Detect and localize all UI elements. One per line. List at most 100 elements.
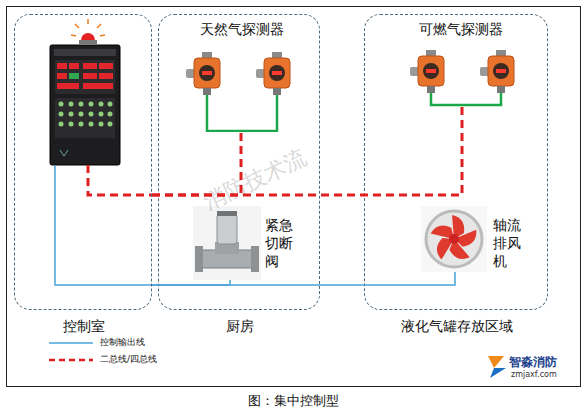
- drawing-part: [421, 206, 487, 272]
- drawing-part: [79, 122, 84, 127]
- drawing-part: [99, 112, 104, 117]
- zone-label: 控制室: [15, 318, 153, 336]
- drawing-part: [50, 45, 120, 165]
- legend-line: [49, 359, 93, 362]
- drawing-part: [497, 86, 505, 93]
- drawing-part: [195, 246, 203, 272]
- drawing-part: [100, 35, 105, 36]
- drawing-part: [490, 368, 506, 378]
- outer-frame: [7, 7, 581, 387]
- drawing-part: [426, 211, 482, 267]
- logo-url: zmjaxf.com: [511, 370, 557, 379]
- node-label: 天然气探测器: [177, 21, 307, 39]
- drawing-part: [69, 122, 74, 127]
- drawing-part: [99, 102, 104, 107]
- drawing-part: [59, 122, 64, 127]
- drawing-part: [496, 69, 506, 73]
- bus-line: [152, 132, 241, 195]
- exhaust-fan: 轴流排风机: [421, 206, 521, 272]
- zone-region: 控制室: [14, 14, 152, 310]
- drawing-part: [493, 63, 509, 79]
- drawing-part: [79, 102, 84, 107]
- legend-sample: [48, 337, 94, 349]
- drawing-part: [488, 56, 514, 86]
- legend-text: 控制输出线: [100, 336, 145, 349]
- drawing-part: [57, 73, 67, 79]
- alarm-light: [71, 19, 105, 44]
- drawing-part: [79, 112, 84, 117]
- detector-group-art: [177, 21, 307, 132]
- drawing-part: [59, 112, 64, 117]
- drawing-part: [89, 112, 94, 117]
- drawing-part: [89, 122, 94, 127]
- drawing-part: [199, 65, 215, 81]
- legend-line: [49, 342, 93, 344]
- drawing-part: [418, 56, 444, 86]
- drawing-part: [54, 49, 116, 56]
- drawing-part: [108, 112, 113, 117]
- drawing-part: [60, 150, 68, 156]
- drawing-part: [272, 71, 282, 75]
- drawing-part: [203, 88, 211, 95]
- figure-caption: 图：集中控制型: [0, 392, 587, 410]
- shutoff-valve: 紧急切断阀: [193, 206, 293, 280]
- bus-line: [152, 107, 462, 195]
- drawing-part: [273, 88, 281, 95]
- drawing-part: [108, 122, 113, 127]
- drawing-part: [97, 24, 101, 28]
- drawing-part: [69, 102, 74, 107]
- drawing-part: [89, 102, 94, 107]
- detector-group: 天然气探测器: [177, 21, 307, 132]
- drawing-part: [79, 40, 97, 44]
- drawing-part: [264, 58, 290, 88]
- legend-text: 二总线/四总线: [100, 353, 157, 366]
- legend-row: 控制输出线: [48, 336, 208, 350]
- output-line-stub: [55, 165, 152, 285]
- drawing-part: [59, 102, 64, 107]
- watermark: 消防技术流: [199, 143, 311, 217]
- drawing-part: [75, 24, 79, 28]
- node-label: 可燃气探测器: [393, 21, 529, 39]
- node-label: 紧急切断阀: [265, 216, 295, 270]
- drawing-part: [251, 246, 259, 272]
- drawing-part: [57, 83, 79, 89]
- drawing-part: [193, 206, 261, 280]
- drawing-part: [488, 356, 504, 368]
- drawing-part: [83, 83, 113, 89]
- drawing-part: [69, 73, 79, 79]
- drawing-part: [55, 60, 115, 94]
- detector-group: 可燃气探测器: [393, 21, 529, 107]
- drawing-part: [194, 58, 220, 88]
- drawing-part: [69, 63, 79, 69]
- drawing-part: [99, 122, 104, 127]
- bus-line-stub: [88, 165, 152, 195]
- legend-sample: [48, 354, 94, 366]
- drawing-part: [59, 102, 113, 127]
- drawing-part: [99, 63, 113, 69]
- logo-text: 智淼消防: [509, 354, 557, 371]
- drawing-part: [83, 63, 97, 69]
- zone-label: 厨房: [159, 318, 321, 336]
- output-line: [152, 272, 455, 285]
- drawing-part: [87, 19, 89, 24]
- drawing-part: [108, 102, 113, 107]
- drawing-part: [449, 234, 459, 244]
- drawing-part: [202, 71, 212, 75]
- drawing-part: [83, 73, 97, 79]
- drawing-part: [423, 63, 439, 79]
- drawing-part: [57, 63, 67, 69]
- drawing-part: [55, 98, 115, 138]
- drawing-part: [99, 73, 113, 79]
- logo-icon: [488, 356, 506, 378]
- drawing-part: [207, 95, 277, 131]
- node-label: 轴流排风机: [493, 216, 523, 270]
- drawing-part: [81, 33, 95, 40]
- zone-label: 液化气罐存放区域: [365, 318, 549, 336]
- drawing-part: [427, 86, 435, 93]
- drawing-part: [217, 214, 237, 244]
- drawing-part: [269, 65, 285, 81]
- drawing-part: [426, 69, 436, 73]
